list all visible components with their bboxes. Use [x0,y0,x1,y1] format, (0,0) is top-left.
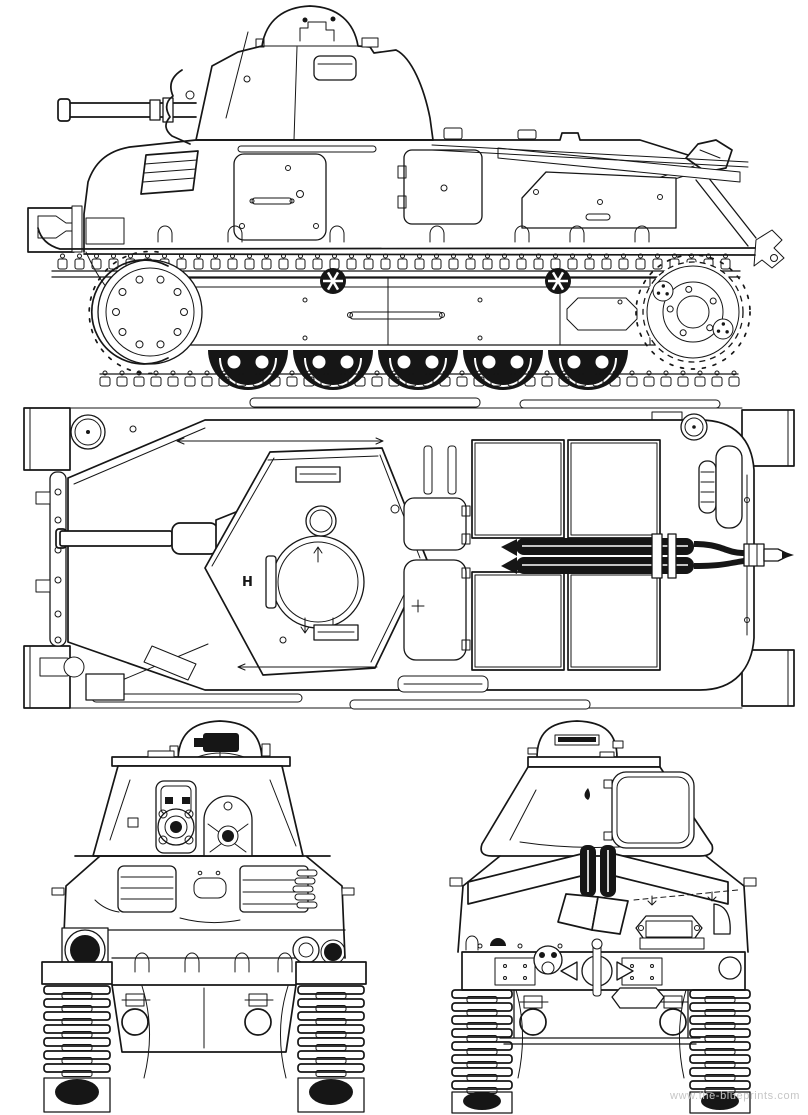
rear-tracks [451,989,751,1114]
top-tracks [23,397,795,710]
side-running-gear [51,250,751,390]
rear-turret [480,720,714,857]
side-turret [195,5,434,141]
rear-hull [449,845,757,1045]
turret-roof-h-marking: H [242,575,253,590]
front-turret [92,720,304,857]
front-view [41,720,367,1113]
rear-view [449,720,757,1114]
side-hull [27,127,785,307]
top-exhaust [501,533,794,579]
top-view: H [23,397,795,710]
side-gun [57,69,197,145]
top-engine-deck [397,413,743,693]
front-tracks [41,961,367,1113]
top-turret: H [176,437,428,676]
side-view [27,5,785,390]
watermark: www.the-blueprints.com [670,1090,800,1102]
front-hull [51,855,355,1053]
